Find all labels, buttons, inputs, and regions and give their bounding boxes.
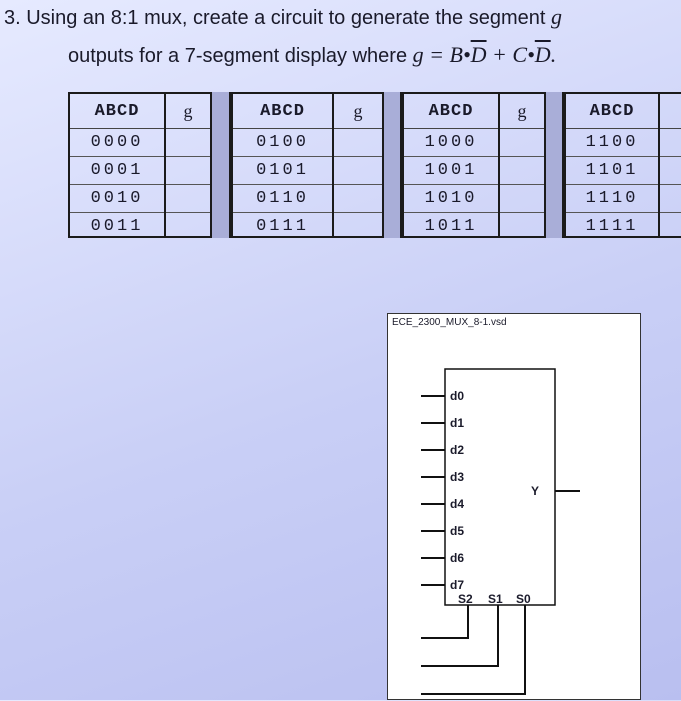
question-text-1: 3. Using an 8:1 mux, create a circuit to… [4,7,546,29]
g-answer-cell[interactable] [166,213,210,240]
pin-label-d1: d1 [450,416,465,430]
g-answer-cell[interactable] [334,129,382,157]
g-answer-cell[interactable] [334,185,382,213]
abcd-cell: 1111 [585,217,639,236]
abcd-cell: 0010 [70,185,164,213]
g-header: g [500,94,544,129]
abcd-cell: 0100 [233,129,332,157]
pin-label-s0: S0 [516,592,531,606]
abcd-column-3: ABCD 1000 1001 1010 1011 [402,92,500,238]
g-answer-cell[interactable] [500,185,544,213]
g-column-4 [660,92,681,238]
g-answer-cell[interactable] [166,129,210,157]
abcd-cell: 1011 [424,217,478,236]
column-separator [544,92,564,238]
g-answer-cell[interactable] [500,157,544,185]
pin-label-d7: d7 [450,578,465,592]
g-column-2: g [334,92,382,238]
pin-label-d2: d2 [450,443,465,457]
abcd-cell: 0110 [233,185,332,213]
abcd-header: ABCD [566,94,658,129]
g-column-1: g [166,92,210,238]
mux-filename: ECE_2300_MUX_8-1.vsd [392,317,507,328]
pin-label-d5: d5 [450,524,465,538]
truth-table: ABCD 0000 0001 0010 0011 g ABCD 0100 010… [68,92,681,242]
question-text-2: outputs for a 7-segment display where [68,45,408,67]
g-answer-cell[interactable] [334,157,382,185]
mux-wiring [421,368,580,695]
question-line-2: outputs for a 7-segment display where g … [68,42,556,68]
g-answer-cell[interactable] [660,129,681,157]
abcd-cell: 1101 [566,157,658,185]
abcd-header: ABCD [404,94,498,129]
g-answer-cell[interactable] [660,185,681,213]
abcd-column-1: ABCD 0000 0001 0010 0011 [68,92,166,238]
select-line-s2 [421,605,469,639]
pin-label-y: Y [531,484,540,498]
g-answer-cell[interactable] [334,213,382,240]
pin-label-d0: d0 [450,389,465,403]
column-separator [210,92,231,238]
g-answer-cell[interactable] [166,157,210,185]
abcd-cell: 1110 [566,185,658,213]
abcd-cell: 0101 [233,157,332,185]
pin-label-d4: d4 [450,497,465,511]
abcd-cell: 0111 [256,217,309,236]
pin-label-d6: d6 [450,551,465,565]
g-answer-cell[interactable] [500,213,544,240]
abcd-cell: 1000 [404,129,498,157]
g-answer-cell[interactable] [166,185,210,213]
g-header-cutoff [660,94,681,129]
abcd-cell: 1010 [404,185,498,213]
select-line-s0 [421,605,526,695]
abcd-cell: 1001 [404,157,498,185]
abcd-header: ABCD [233,94,332,129]
mux-body [444,368,556,606]
g-header: g [334,94,382,129]
g-answer-cell[interactable] [500,129,544,157]
abcd-cell: 1100 [566,129,658,157]
g-answer-cell[interactable] [660,157,681,185]
equation: g = B•D + C•D. [412,42,557,67]
abcd-cell: 0011 [90,217,144,236]
segment-variable: g [550,4,562,29]
column-separator [382,92,402,238]
abcd-cell: 0000 [70,129,164,157]
abcd-cell: 0001 [70,157,164,185]
pin-label-d3: d3 [450,470,465,484]
pin-label-s2: S2 [458,592,473,606]
pin-label-s1: S1 [488,592,503,606]
question-line-1: 3. Using an 8:1 mux, create a circuit to… [4,4,562,30]
abcd-header: ABCD [70,94,164,129]
abcd-column-4: ABCD 1100 1101 1110 1111 [564,92,660,238]
select-line-s1 [421,605,499,667]
mux-diagram: ECE_2300_MUX_8-1.vsd d0 d1 d2 d3 d4 d5 d… [387,313,641,700]
g-column-3: g [500,92,544,238]
abcd-column-2: ABCD 0100 0101 0110 0111 [231,92,334,238]
g-answer-cell[interactable] [660,213,681,240]
g-header: g [166,94,210,129]
